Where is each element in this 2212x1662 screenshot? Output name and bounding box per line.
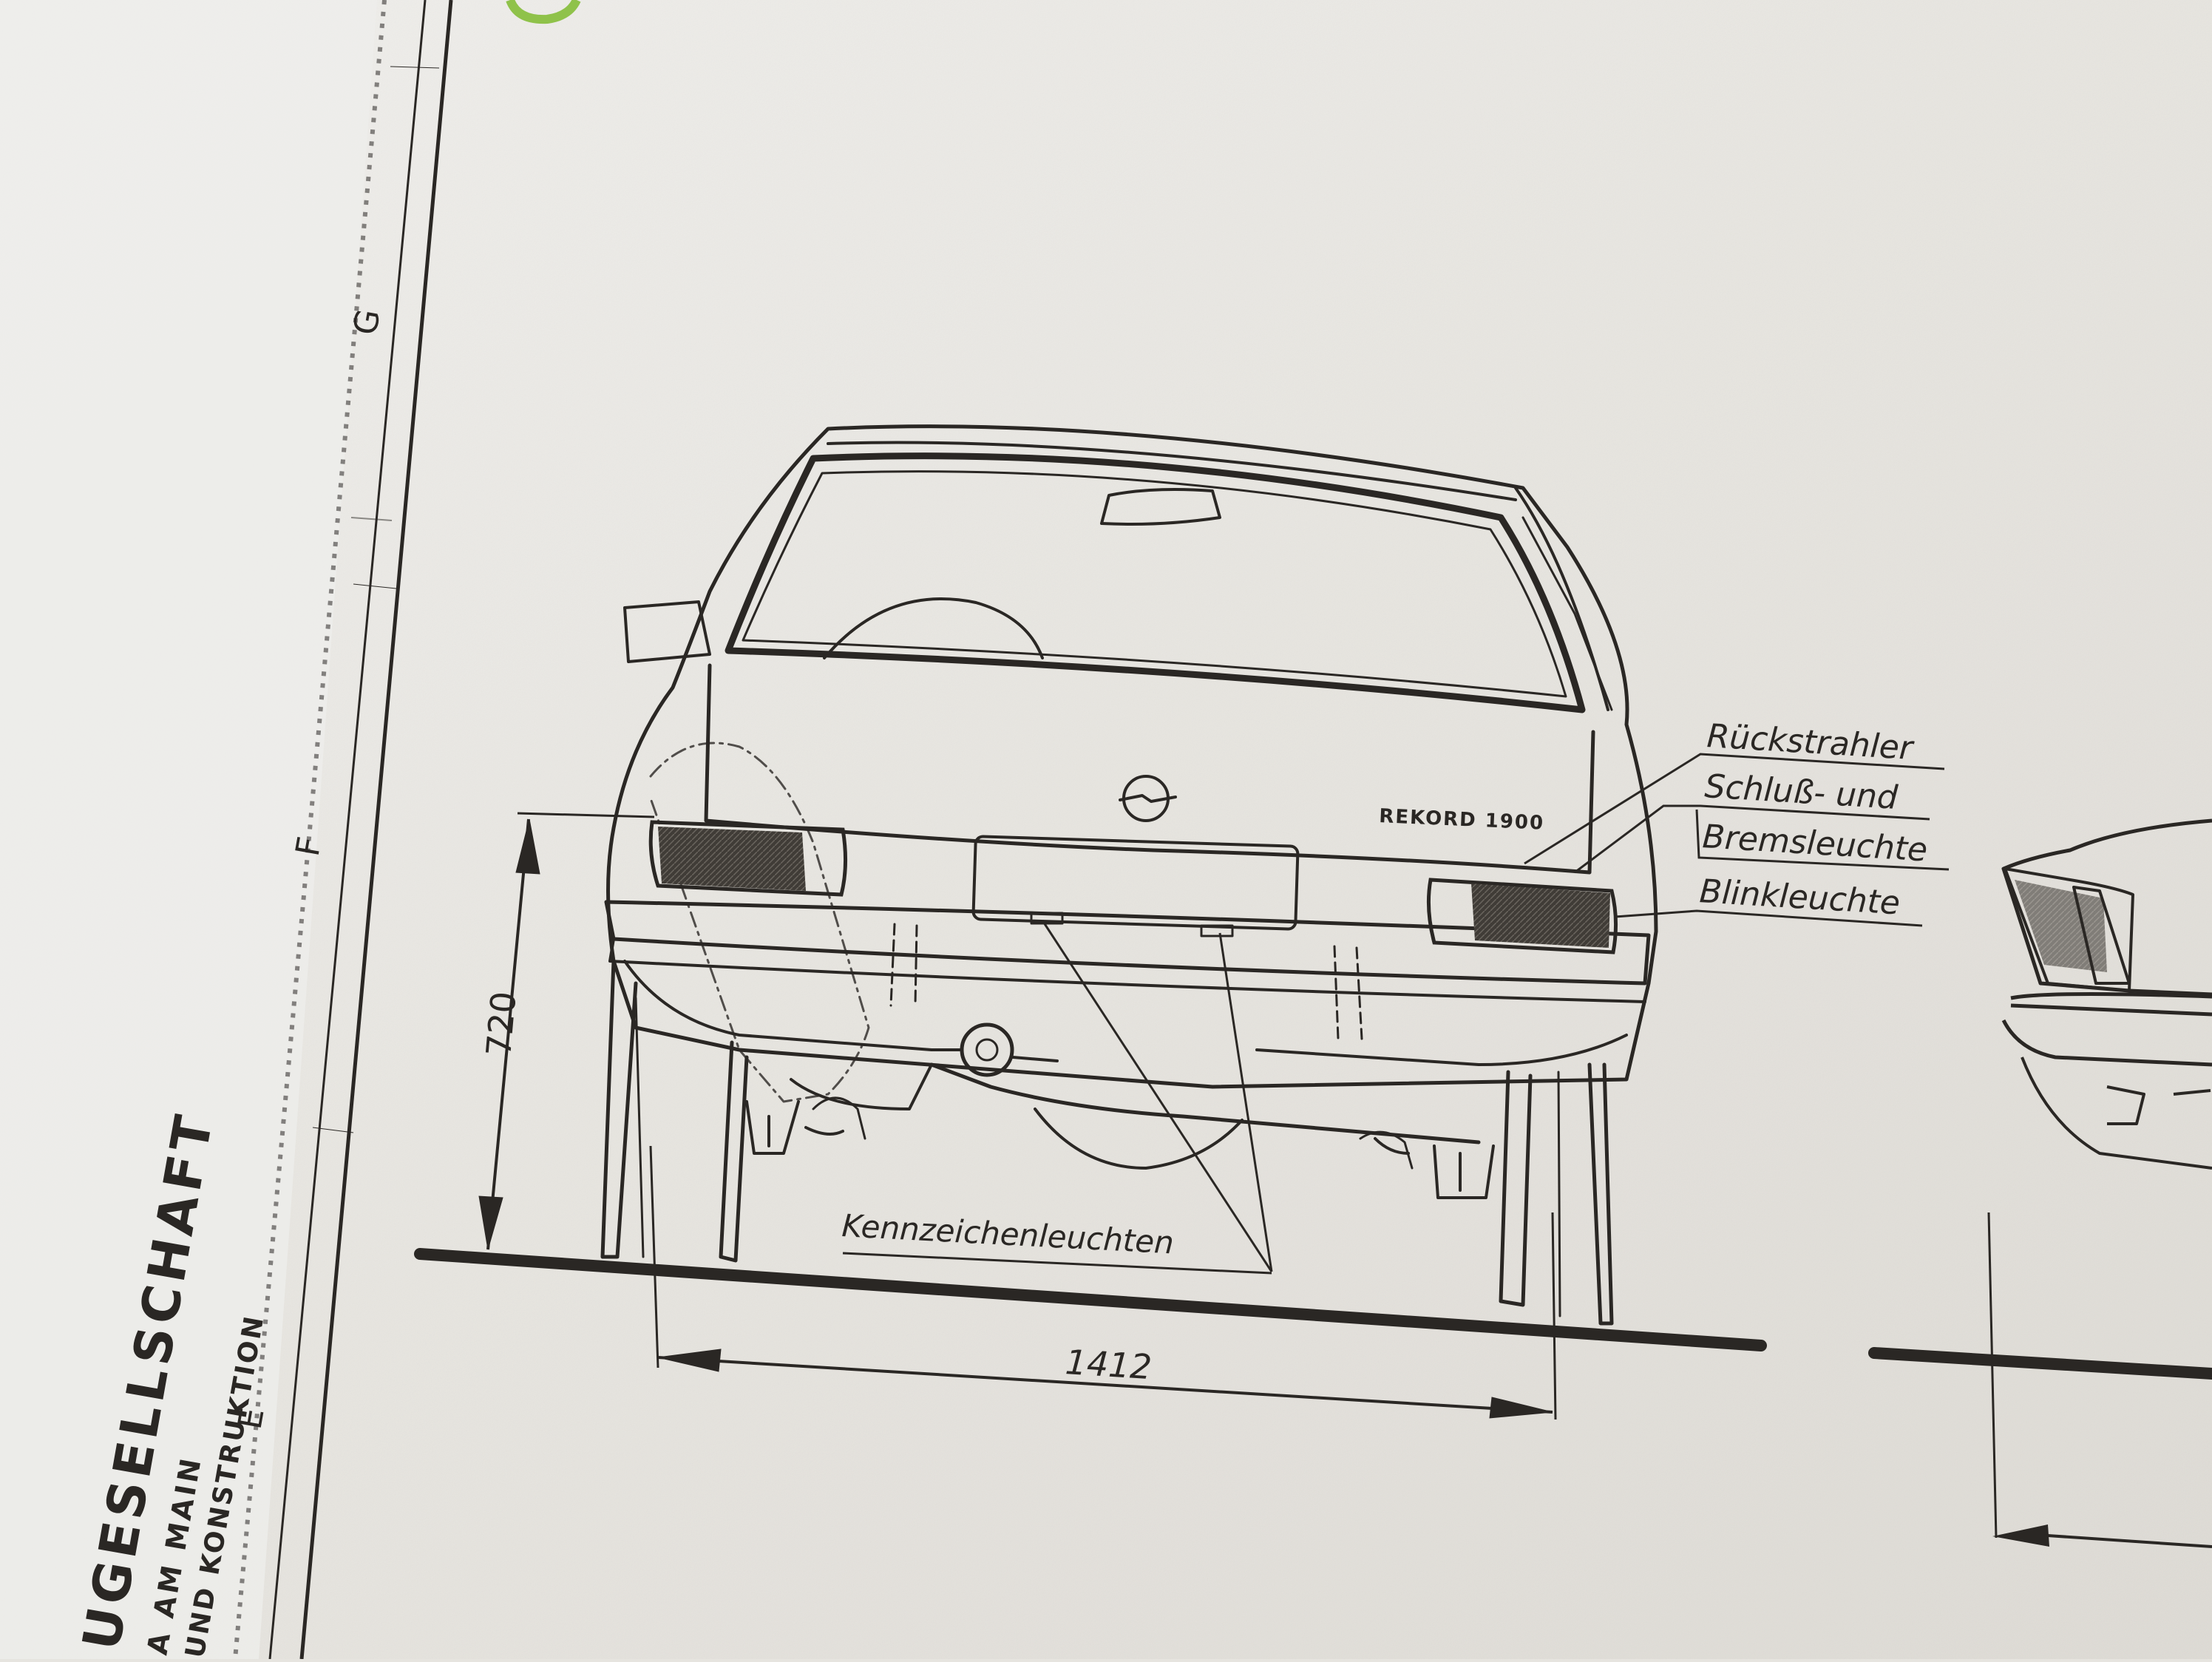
car-rear-view bbox=[600, 424, 1658, 1326]
height-dimension bbox=[478, 812, 655, 1250]
ground-line bbox=[414, 1248, 2212, 1380]
callout-leaders bbox=[842, 753, 1950, 1275]
second-car-partial bbox=[1987, 818, 2212, 1548]
track-dimension bbox=[649, 1145, 1557, 1420]
green-mark bbox=[506, 0, 581, 24]
track-dimension-label: 1412 bbox=[1064, 1342, 1153, 1387]
drawing-border bbox=[233, 0, 453, 1660]
sheet-margin bbox=[0, 0, 377, 1659]
tail-lamps bbox=[648, 820, 1618, 954]
height-dimension-label: 720 bbox=[478, 990, 523, 1058]
